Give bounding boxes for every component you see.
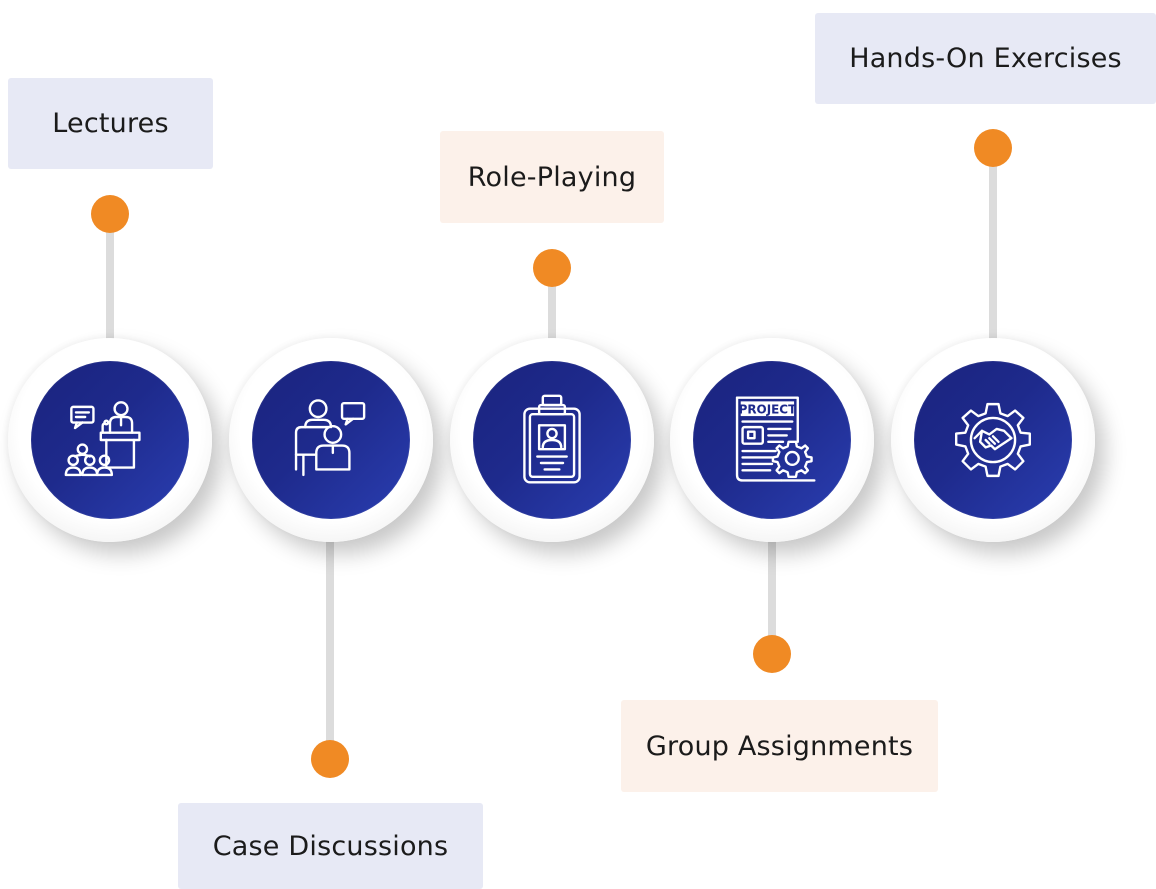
marker-dot-lectures <box>91 195 129 233</box>
step-disc <box>31 361 189 519</box>
case-discussion-icon <box>294 399 366 477</box>
label-text: Group Assignments <box>645 730 914 762</box>
step-disc <box>252 361 410 519</box>
step-disc <box>914 361 1072 519</box>
id-badge-icon <box>523 394 581 484</box>
step-case-discussions <box>229 338 433 542</box>
marker-dot-role-playing <box>533 249 571 287</box>
connector-hands-on-exercises <box>989 165 997 351</box>
lecture-icon <box>64 401 141 477</box>
label-group-assignments: Group Assignments <box>621 700 938 792</box>
connector-case-discussions <box>326 530 334 758</box>
project-document-icon: PROJECT <box>735 396 816 482</box>
label-text: Lectures <box>52 108 169 139</box>
label-text: Hands-On Exercises <box>849 43 1122 74</box>
marker-dot-group-assignments <box>753 635 791 673</box>
label-lectures: Lectures <box>8 78 213 169</box>
label-role-playing: Role-Playing <box>440 131 664 223</box>
connector-lectures <box>106 230 114 350</box>
label-hands-on-exercises: Hands-On Exercises <box>815 13 1156 104</box>
step-group-assignments: PROJECT <box>670 338 874 542</box>
step-hands-on-exercises <box>891 338 1095 542</box>
connector-group-assignments <box>768 530 776 652</box>
marker-dot-case-discussions <box>311 740 349 778</box>
step-disc <box>473 361 631 519</box>
handshake-gear-icon <box>955 402 1031 478</box>
label-text: Case Discussions <box>212 830 449 862</box>
step-role-playing <box>450 338 654 542</box>
step-lectures <box>8 338 212 542</box>
project-icon-text: PROJECT <box>739 402 798 416</box>
marker-dot-hands-on-exercises <box>974 129 1012 167</box>
label-case-discussions: Case Discussions <box>178 803 483 889</box>
step-disc: PROJECT <box>693 361 851 519</box>
connector-role-playing <box>548 282 556 352</box>
label-text: Role-Playing <box>467 161 637 193</box>
